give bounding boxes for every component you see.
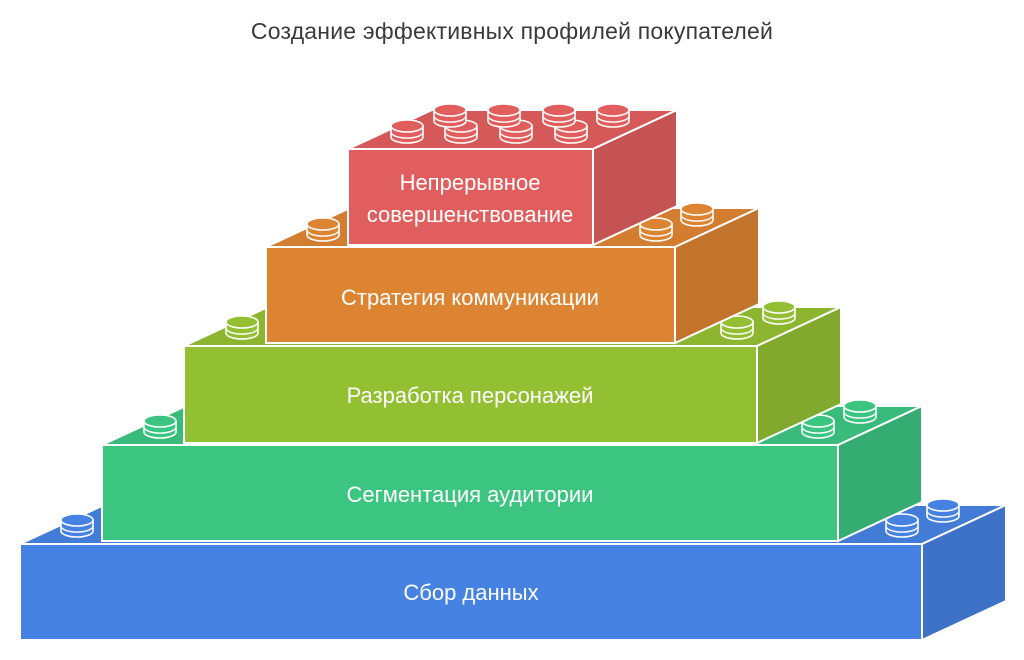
stud-top bbox=[225, 315, 259, 329]
stud-top bbox=[680, 202, 714, 216]
brick-label-1: Сбор данных bbox=[403, 580, 538, 605]
stud-top bbox=[306, 217, 340, 231]
stud-top bbox=[542, 103, 576, 117]
stud-line bbox=[542, 115, 576, 123]
stud-line bbox=[680, 214, 714, 222]
stud-line bbox=[801, 426, 835, 434]
stud bbox=[843, 399, 877, 424]
stud bbox=[143, 414, 177, 439]
stud bbox=[390, 119, 424, 144]
brick-label-3: Разработка персонажей bbox=[347, 383, 594, 408]
stud bbox=[225, 315, 259, 340]
brick-label-5: Непрерывное совершенствование bbox=[367, 170, 574, 227]
stud-line bbox=[444, 131, 478, 139]
brick-label-line: Стратегия коммуникации bbox=[341, 285, 599, 310]
stud-top bbox=[843, 399, 877, 413]
stud bbox=[639, 217, 673, 242]
stud bbox=[433, 103, 467, 128]
stud-line bbox=[306, 229, 340, 237]
brick-front bbox=[183, 345, 758, 444]
stud-line bbox=[225, 327, 259, 335]
brick-front bbox=[19, 543, 923, 641]
brick-front bbox=[265, 246, 676, 344]
stud bbox=[926, 498, 960, 523]
stud-top bbox=[60, 513, 94, 527]
stud-top bbox=[596, 103, 630, 117]
stud-line bbox=[762, 312, 796, 320]
brick-label-line: Разработка персонажей bbox=[347, 383, 594, 408]
brick-label-4: Стратегия коммуникации bbox=[341, 285, 599, 310]
stud-line bbox=[926, 510, 960, 518]
stud bbox=[680, 202, 714, 227]
stud-top bbox=[762, 300, 796, 314]
stud-line bbox=[60, 525, 94, 533]
stud bbox=[487, 103, 521, 128]
brick-label-2: Сегментация аудитории bbox=[347, 482, 594, 507]
stud-top bbox=[143, 414, 177, 428]
brick-label-line: Непрерывное bbox=[400, 170, 541, 195]
stud bbox=[762, 300, 796, 325]
stud-line bbox=[639, 229, 673, 237]
stud-line bbox=[143, 426, 177, 434]
stud bbox=[596, 103, 630, 128]
stud-line bbox=[843, 411, 877, 419]
stud bbox=[499, 119, 533, 144]
diagram-title: Создание эффективных профилей покупателе… bbox=[250, 18, 774, 44]
stud-line bbox=[390, 131, 424, 139]
stud-line bbox=[885, 525, 919, 533]
stud bbox=[306, 217, 340, 242]
stud-line bbox=[487, 115, 521, 123]
brick-label-line: Сегментация аудитории bbox=[347, 482, 594, 507]
stud bbox=[542, 103, 576, 128]
brick-label-line: Сбор данных bbox=[403, 580, 538, 605]
stud-top bbox=[885, 513, 919, 527]
stud bbox=[60, 513, 94, 538]
brick-label-line: совершенствование bbox=[367, 202, 574, 227]
stud-top bbox=[926, 498, 960, 512]
stud-line bbox=[554, 131, 588, 139]
brick-front bbox=[347, 148, 594, 246]
brick-front bbox=[101, 444, 839, 542]
stud-line bbox=[720, 327, 754, 335]
stud-top bbox=[390, 119, 424, 133]
stud-line bbox=[596, 115, 630, 123]
brick-level-5: Непрерывное совершенствование bbox=[347, 103, 678, 247]
stud-line bbox=[499, 131, 533, 139]
stud-line bbox=[433, 115, 467, 123]
stud-top bbox=[433, 103, 467, 117]
stud bbox=[885, 513, 919, 538]
stud bbox=[720, 315, 754, 340]
stud-top bbox=[487, 103, 521, 117]
